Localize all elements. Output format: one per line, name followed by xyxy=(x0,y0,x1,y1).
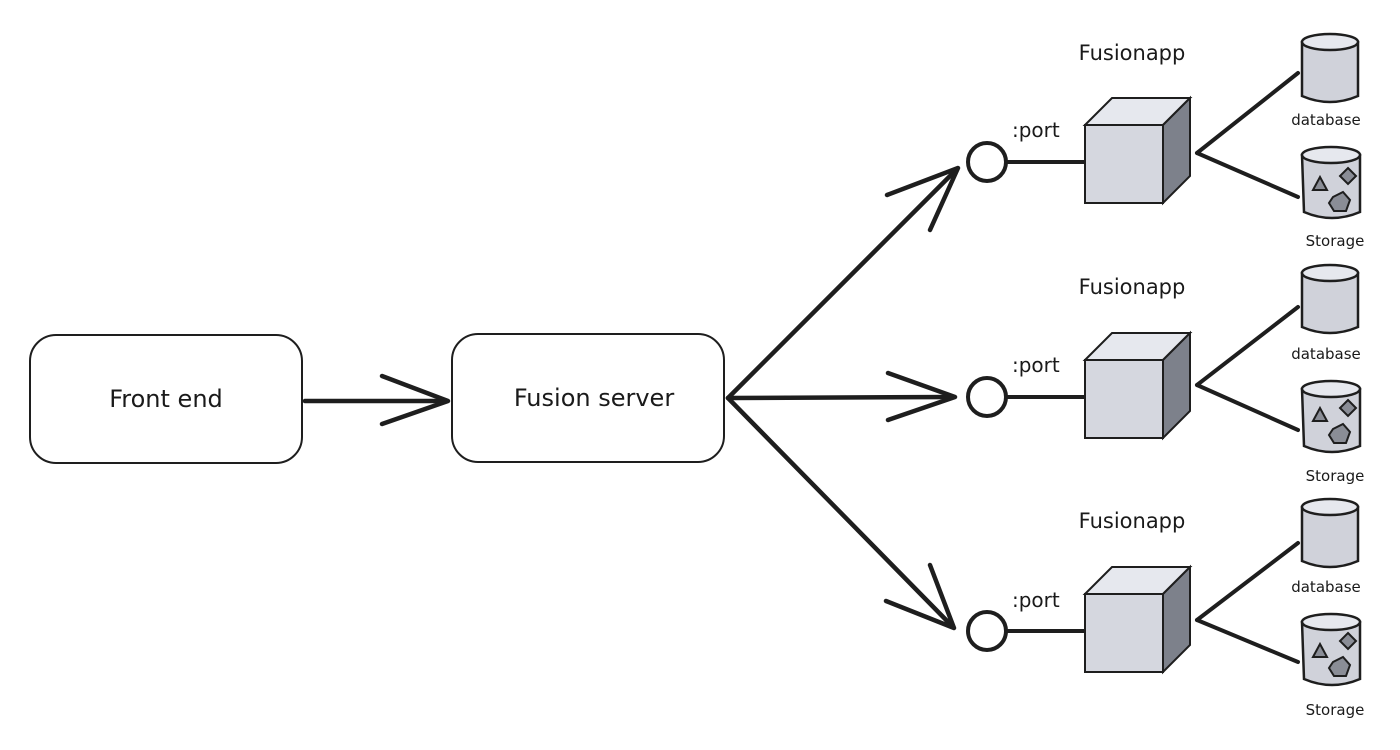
front-end-label: Front end xyxy=(109,385,223,413)
front-end-node[interactable]: Front end xyxy=(29,334,303,464)
fusionapp-group-2: Fusionapp :port database Storage xyxy=(966,263,1365,485)
port-label: :port xyxy=(1012,588,1060,612)
fusion-server-node[interactable]: Fusion server xyxy=(451,333,725,463)
database-icon xyxy=(1300,32,1360,104)
storage-label: Storage xyxy=(1306,701,1365,719)
database-label: database xyxy=(1291,111,1361,129)
port-label: :port xyxy=(1012,118,1060,142)
storage-icon xyxy=(1300,612,1362,687)
port-circle[interactable] xyxy=(966,376,1008,418)
fusionapp-title: Fusionapp xyxy=(1079,275,1186,299)
port-circle[interactable] xyxy=(966,610,1008,652)
database-icon xyxy=(1300,497,1360,569)
fusionapp-group-1: Fusionapp :port database Storage xyxy=(966,32,1365,250)
fusionapp-cube[interactable] xyxy=(1082,564,1193,675)
arrow-server-to-app-3 xyxy=(725,395,957,631)
database-label: database xyxy=(1291,578,1361,596)
fusion-server-label: Fusion server xyxy=(514,384,675,412)
port-circle[interactable] xyxy=(966,141,1008,183)
fusionapp-title: Fusionapp xyxy=(1079,509,1186,533)
storage-label: Storage xyxy=(1306,467,1365,485)
database-label: database xyxy=(1291,345,1361,363)
storage-label: Storage xyxy=(1306,232,1365,250)
storage-icon xyxy=(1300,145,1362,220)
fusionapp-cube[interactable] xyxy=(1082,95,1193,206)
fusionapp-cube[interactable] xyxy=(1082,330,1193,441)
arrow-frontend-to-server xyxy=(302,373,451,427)
fusionapp-group-3: Fusionapp :port database Storage xyxy=(966,497,1365,719)
port-label: :port xyxy=(1012,353,1060,377)
fusionapp-title: Fusionapp xyxy=(1079,41,1186,65)
arrow-server-to-app-2 xyxy=(725,370,958,423)
storage-icon xyxy=(1300,379,1362,454)
database-icon xyxy=(1300,263,1360,335)
arrow-server-to-app-1 xyxy=(725,165,961,401)
